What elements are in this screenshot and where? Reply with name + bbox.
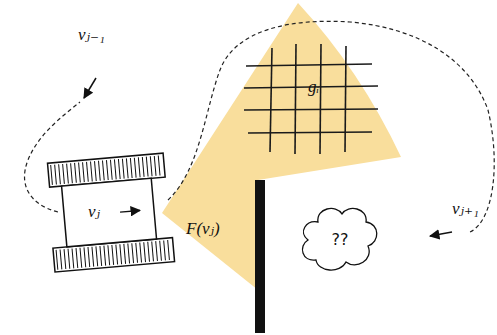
- trajectory: [168, 21, 494, 232]
- direction-arrow: [84, 78, 96, 98]
- grid-cells: [244, 44, 378, 154]
- node-text: ??: [332, 232, 349, 248]
- field-of-view-label: F(vⱼ): [186, 220, 220, 237]
- grid-cell-label: gᵢ: [308, 78, 319, 95]
- field-of-view: [162, 3, 401, 290]
- wall: [255, 180, 265, 333]
- vertex-label: vⱼ₊₁: [452, 200, 479, 217]
- vertex-label: vⱼ₋₁: [78, 26, 105, 43]
- unknown-region: ??: [310, 216, 370, 264]
- robot-tracks: [46, 153, 175, 272]
- unknown-cloud: [302, 208, 376, 270]
- robot-body: vⱼ: [68, 193, 120, 229]
- direction-arrow: [430, 232, 452, 236]
- node-text: vⱼ: [88, 203, 100, 220]
